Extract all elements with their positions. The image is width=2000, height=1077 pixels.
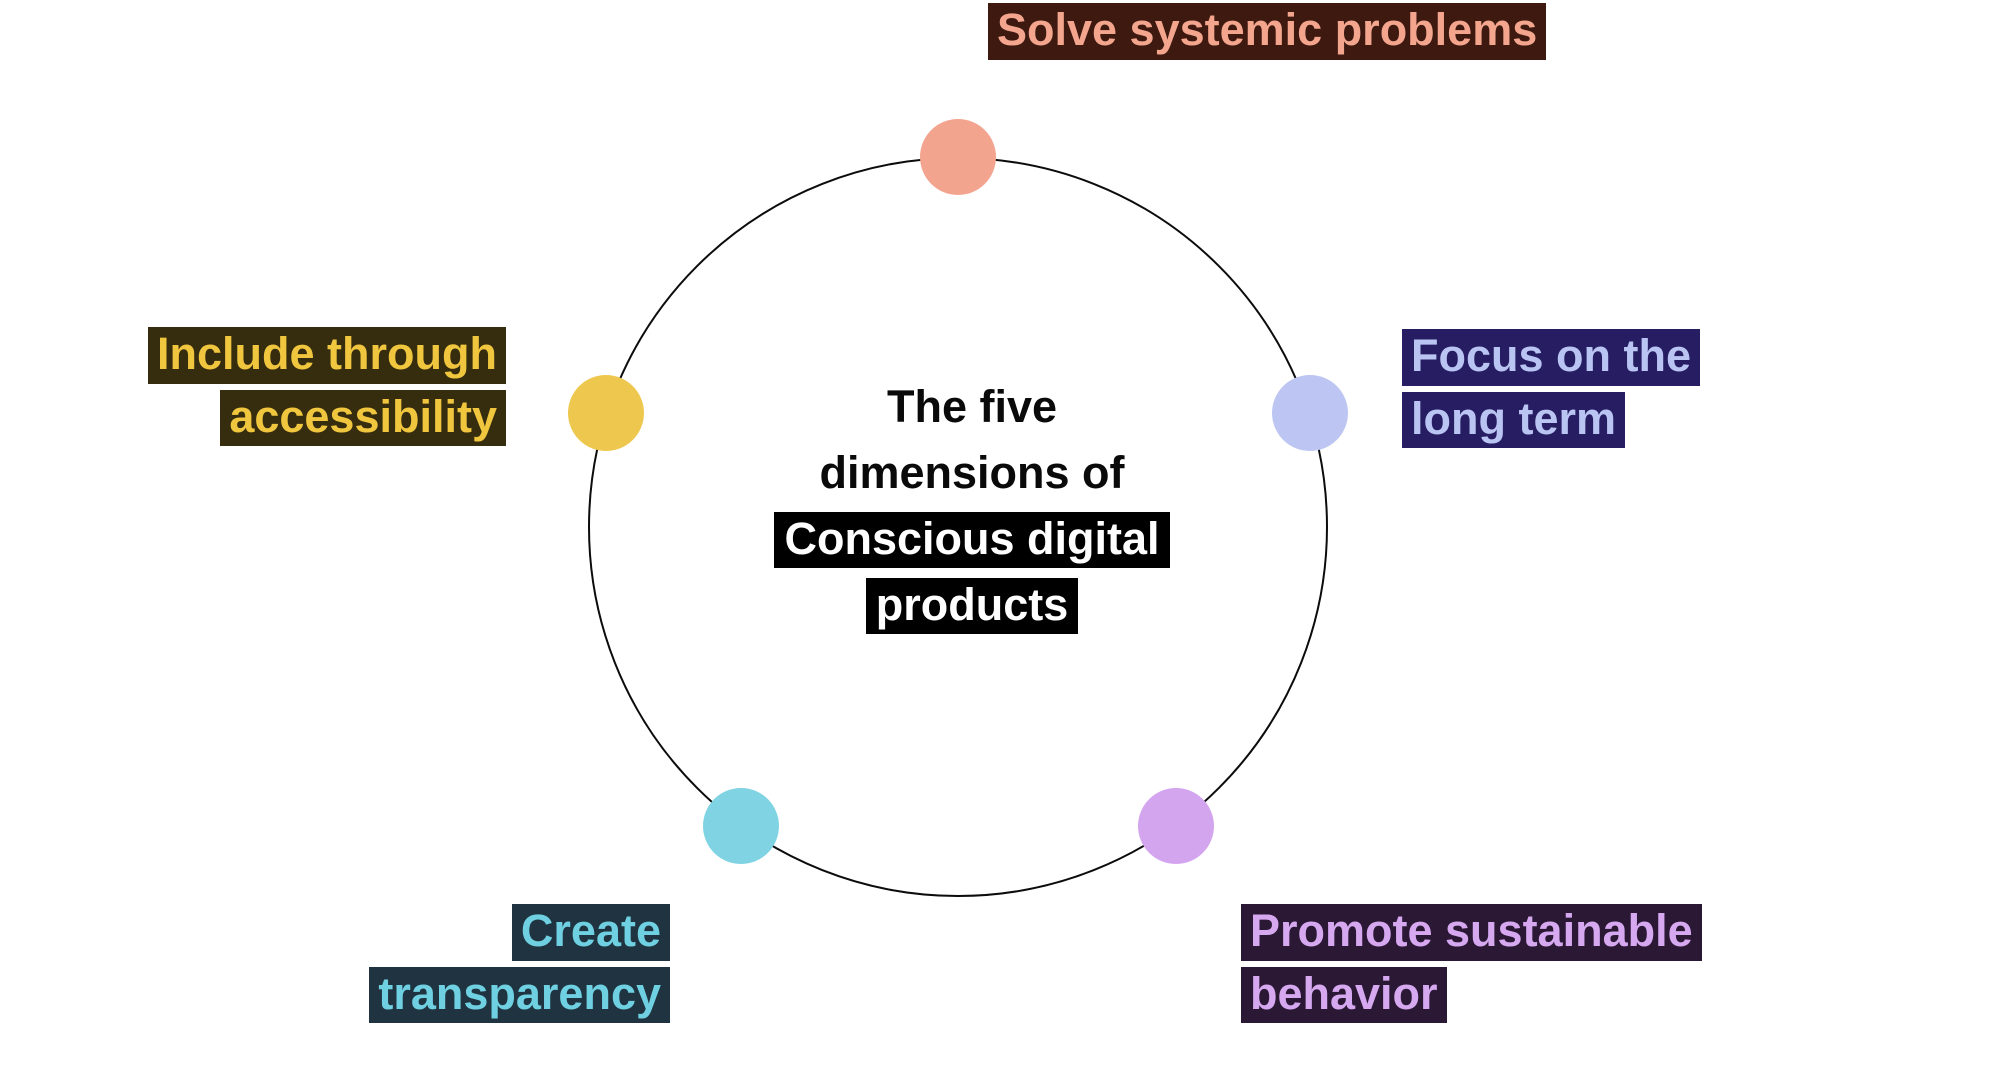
label-line: accessibility	[220, 389, 506, 447]
dot-include-through-accessibility	[568, 375, 644, 451]
label-promote-sustainable-behavior: Promote sustainable behavior	[1241, 904, 1702, 1029]
label-create-transparency: Create transparency	[369, 904, 670, 1029]
diagram-title: The five dimensions of Conscious digital…	[672, 374, 1272, 638]
title-highlight-row: products	[672, 572, 1272, 638]
title-plain-line: dimensions of	[819, 447, 1125, 498]
dot-promote-sustainable-behavior	[1138, 788, 1214, 864]
label-solve-systemic-problems: Solve systemic problems	[988, 3, 1547, 66]
label-focus-on-the-long-term: Focus on the long term	[1402, 329, 1700, 454]
label-line: Include through	[148, 327, 506, 384]
label-line: behavior	[1241, 966, 1447, 1024]
dot-solve-systemic-problems	[920, 119, 996, 195]
label-line: Promote sustainable	[1241, 904, 1702, 961]
label-line: long term	[1402, 391, 1626, 449]
title-plain-line: The five	[886, 381, 1058, 432]
dot-focus-on-the-long-term	[1272, 375, 1348, 451]
title-highlight-row: Conscious digital	[672, 506, 1272, 572]
label-line: Focus on the	[1402, 329, 1700, 386]
dot-create-transparency	[703, 788, 779, 864]
title-highlight-line: products	[865, 578, 1079, 634]
label-line: Create	[511, 904, 670, 961]
label-line: transparency	[369, 966, 670, 1024]
title-highlight-line: Conscious digital	[774, 512, 1170, 568]
label-line: Solve systemic problems	[988, 3, 1547, 60]
label-include-through-accessibility: Include through accessibility	[148, 327, 506, 452]
